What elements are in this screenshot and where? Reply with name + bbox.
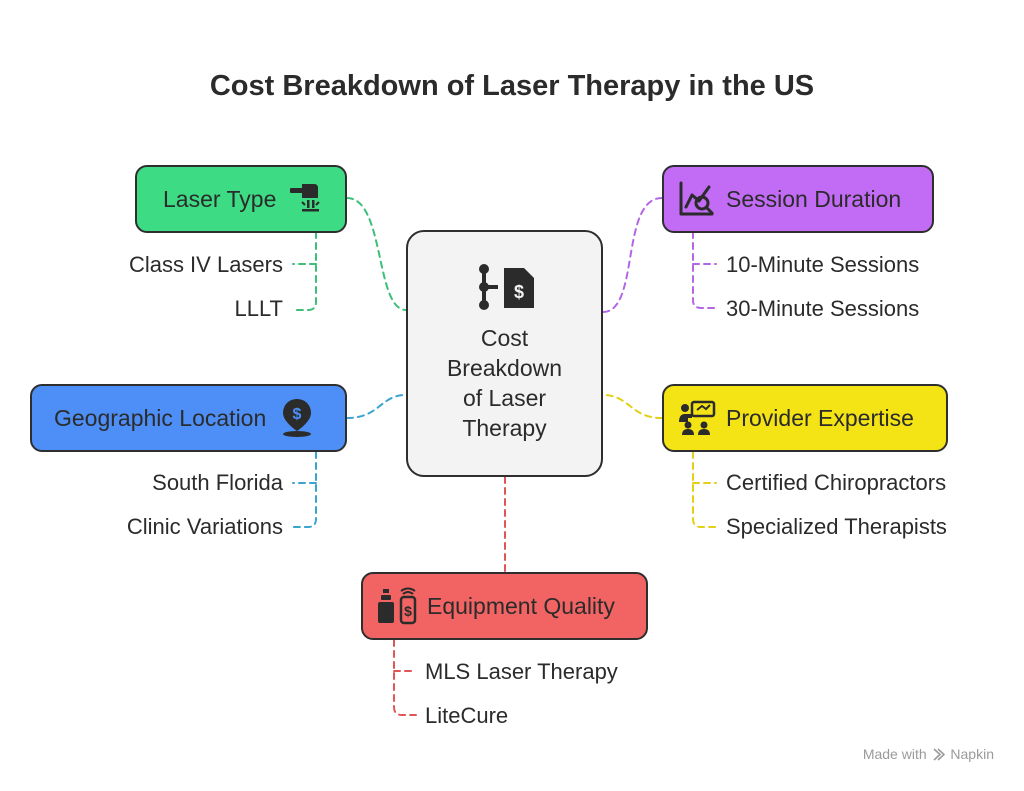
napkin-brand-text: Napkin [950, 746, 994, 762]
branch-session-duration: Session Duration [662, 165, 934, 233]
equipment-device-icon: $ [377, 587, 419, 625]
provider-expertise-label: Provider Expertise [726, 404, 914, 431]
connector-session-duration [602, 197, 663, 313]
branch-geographic-location: Geographic Location $ [30, 384, 347, 452]
svg-text:$: $ [404, 603, 412, 619]
geographic-location-label: Geographic Location [54, 404, 267, 431]
equipment-quality-item: MLS Laser Therapy [425, 659, 618, 684]
center-label: Cost Breakdown of Laser Therapy [446, 325, 563, 441]
location-pin-dollar-icon: $ [280, 398, 314, 438]
equipment-quality-item: LiteCure [425, 703, 509, 728]
laser-device-icon [288, 182, 321, 216]
connector-geographic-location [346, 394, 407, 419]
diagram-title: Cost Breakdown of Laser Therapy in the U… [209, 70, 815, 102]
geographic-location-item: Clinic Variations [126, 514, 283, 539]
svg-text:$: $ [293, 406, 302, 423]
session-duration-item: 10-Minute Sessions [726, 252, 920, 277]
connector-equipment-quality-items [393, 639, 417, 716]
connector-session-duration-items [692, 231, 717, 309]
made-with-text: Made with [862, 746, 927, 762]
geographic-location-item: South Florida [152, 470, 283, 495]
svg-text:$: $ [513, 282, 523, 302]
branch-laser-type: Laser Type [135, 165, 347, 233]
connector-provider-expertise [602, 394, 663, 419]
branch-provider-expertise: Provider Expertise [662, 384, 948, 452]
connector-geographic-location-items [292, 451, 317, 528]
napkin-logo-icon [932, 748, 945, 764]
laser-type-item: LLLT [234, 296, 283, 321]
provider-expertise-item: Specialized Therapists [726, 514, 947, 539]
session-duration-item: 30-Minute Sessions [726, 296, 920, 321]
connector-provider-expertise-items [692, 451, 717, 528]
made-with-badge: Made with Napkin [863, 746, 994, 764]
branch-equipment-quality: $ Equipment Quality [361, 572, 648, 640]
provider-expertise-item: Certified Chiropractors [726, 470, 947, 495]
connector-laser-type-items [292, 231, 317, 311]
session-duration-label: Session Duration [726, 185, 902, 212]
connector-laser-type [346, 197, 407, 311]
laser-type-item: Class IV Lasers [128, 252, 283, 277]
equipment-quality-label: Equipment Quality [427, 592, 615, 619]
laser-type-label: Laser Type [163, 185, 277, 212]
presenter-audience-icon [678, 400, 716, 436]
center-node: $ Cost Breakdown of Laser Therapy [406, 230, 603, 477]
money-flow-icon: $ [408, 262, 601, 317]
chart-search-icon [678, 181, 716, 217]
